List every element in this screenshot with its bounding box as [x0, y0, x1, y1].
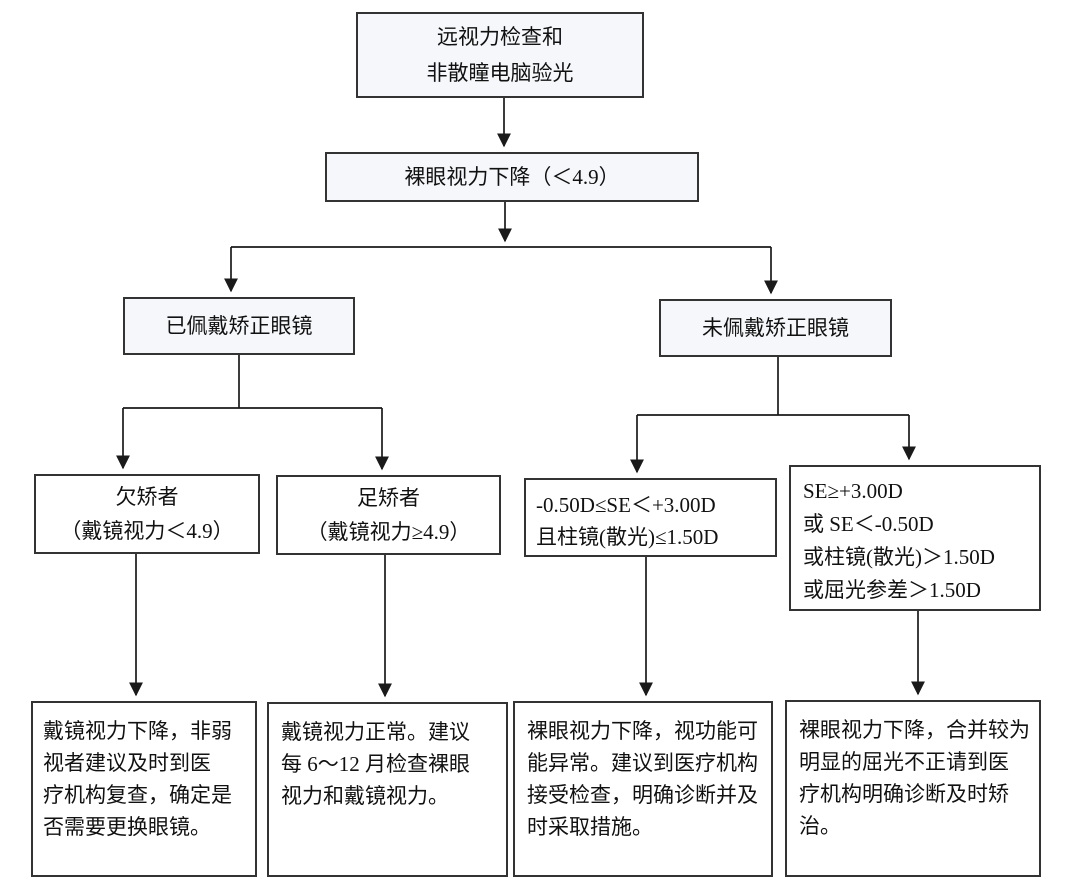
node-exam-line: 远视力检查和: [437, 25, 563, 49]
node-advice-undercorrected-line: 疗机构复查，确定是: [43, 783, 232, 807]
node-advice-refraction-abnormal-line: 疗机构明确诊断及时矫: [799, 782, 1009, 806]
node-advice-undercorrected: 戴镜视力下降，非弱 视者建议及时到医 疗机构复查，确定是 否需要更换眼镜。: [31, 701, 257, 877]
node-refraction-abnormal-line: 或屈光参差＞1.50D: [803, 578, 981, 602]
node-exam-line: 非散瞳电脑验光: [426, 61, 574, 85]
node-advice-refraction-abnormal-line: 裸眼视力下降，合并较为: [799, 718, 1030, 742]
node-advice-fully-corrected: 戴镜视力正常。建议 每 6～12 月检查裸眼 视力和戴镜视力。: [267, 702, 508, 877]
node-refraction-abnormal-line: SE≥+3.00D: [803, 479, 903, 503]
node-vision-drop: 裸眼视力下降（＜4.9）: [325, 152, 699, 202]
node-advice-undercorrected-line: 否需要更换眼镜。: [43, 815, 211, 839]
node-undercorrected-line: （戴镜视力＜4.9）: [60, 519, 234, 543]
node-refraction-abnormal-line: 或 SE＜-0.50D: [803, 512, 934, 536]
node-advice-refraction-abnormal-line: 明显的屈光不正请到医: [799, 750, 1009, 774]
node-advice-undercorrected-line: 戴镜视力下降，非弱: [43, 719, 232, 743]
node-without-glasses-line: 未佩戴矫正眼镜: [702, 316, 849, 340]
node-advice-refraction-normal: 裸眼视力下降，视功能可 能异常。建议到医疗机构 接受检查，明确诊断并及 时采取措…: [513, 701, 773, 877]
node-refraction-abnormal: SE≥+3.00D 或 SE＜-0.50D 或柱镜(散光)＞1.50D 或屈光参…: [789, 465, 1041, 611]
node-fully-corrected: 足矫者 （戴镜视力≥4.9）: [276, 475, 501, 555]
node-refraction-normal: -0.50D≤SE＜+3.00D 且柱镜(散光)≤1.50D: [524, 478, 777, 557]
node-refraction-normal-line: 且柱镜(散光)≤1.50D: [536, 525, 719, 549]
node-undercorrected: 欠矫者 （戴镜视力＜4.9）: [34, 474, 260, 554]
node-vision-drop-line: 裸眼视力下降（＜4.9）: [404, 165, 620, 189]
node-exam: 远视力检查和 非散瞳电脑验光: [356, 12, 644, 98]
node-without-glasses: 未佩戴矫正眼镜: [659, 299, 892, 357]
node-advice-refraction-abnormal-line: 治。: [799, 814, 841, 838]
node-advice-fully-corrected-line: 每 6～12 月检查裸眼: [281, 752, 470, 776]
node-with-glasses: 已佩戴矫正眼镜: [123, 297, 355, 355]
node-advice-refraction-normal-line: 接受检查，明确诊断并及: [527, 783, 758, 807]
node-undercorrected-line: 欠矫者: [115, 485, 179, 509]
node-advice-refraction-abnormal: 裸眼视力下降，合并较为 明显的屈光不正请到医 疗机构明确诊断及时矫 治。: [785, 700, 1041, 877]
node-refraction-normal-line: -0.50D≤SE＜+3.00D: [536, 493, 716, 517]
node-advice-refraction-normal-line: 能异常。建议到医疗机构: [527, 751, 758, 775]
node-advice-undercorrected-line: 视者建议及时到医: [43, 751, 211, 775]
node-fully-corrected-line: （戴镜视力≥4.9）: [306, 520, 471, 544]
node-refraction-abnormal-line: 或柱镜(散光)＞1.50D: [803, 545, 995, 569]
node-fully-corrected-line: 足矫者: [357, 486, 420, 510]
node-advice-fully-corrected-line: 视力和戴镜视力。: [281, 784, 449, 808]
node-with-glasses-line: 已佩戴矫正眼镜: [165, 314, 313, 338]
node-advice-refraction-normal-line: 裸眼视力下降，视功能可: [527, 719, 758, 743]
node-advice-refraction-normal-line: 时采取措施。: [527, 815, 653, 839]
node-advice-fully-corrected-line: 戴镜视力正常。建议: [281, 720, 470, 744]
